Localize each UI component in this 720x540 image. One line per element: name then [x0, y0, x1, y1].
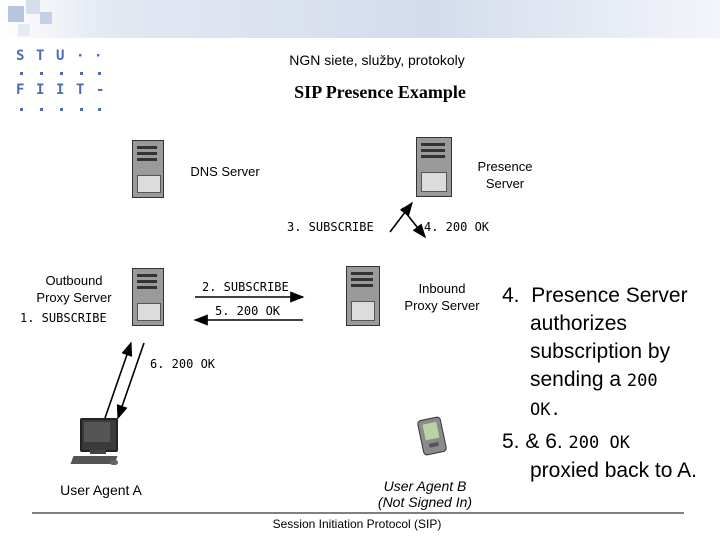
outbound-proxy-label-line1: Outbound	[45, 273, 103, 288]
note-step-4-number: 4.	[502, 284, 520, 307]
computer-icon	[70, 418, 124, 470]
message-1-subscribe: 1. SUBSCRIBE	[20, 311, 107, 325]
logo-dot	[60, 108, 63, 111]
inbound-proxy-label-line1: Inbound	[418, 281, 466, 296]
logo-letter-t: T	[36, 48, 45, 64]
outbound-proxy-icon	[132, 268, 164, 326]
user-agent-b-label-line2: (Not Signed In)	[377, 494, 473, 510]
presence-server-label: Presence Server	[462, 158, 548, 192]
logo-dash: -	[96, 82, 105, 98]
arrow-6-ok	[116, 342, 145, 420]
logo-dot	[20, 108, 23, 111]
note-step-5-6: 5. & 6. 200 OK proxied back to A.	[502, 428, 720, 485]
note-step-4-code: 200	[626, 371, 658, 391]
note-step-5-6-line1: 5. & 6. 200 OK	[502, 428, 720, 457]
logo-square-1	[8, 6, 24, 22]
presence-server-icon	[416, 137, 452, 197]
logo-letter-t: T	[76, 82, 85, 98]
logo-dot	[40, 108, 43, 111]
header-band	[0, 0, 720, 38]
logo-dot	[40, 72, 43, 75]
note-step-4: 4. Presence Server authorizes subscripti…	[502, 282, 720, 424]
logo-square-2	[26, 0, 40, 14]
slide-title: SIP Presence Example	[294, 82, 466, 102]
logo-letter-u: U	[56, 48, 65, 64]
logo-letter-s: S	[16, 48, 25, 64]
note-step-4-sending: sending a	[530, 368, 622, 391]
message-5-ok: 5. 200 OK	[215, 304, 281, 318]
note-step-4-line5: OK.	[502, 395, 720, 424]
footer-text: Session Initiation Protocol (SIP)	[272, 517, 442, 531]
logo-dot	[80, 72, 83, 75]
logo: S T U · · F I I T -	[12, 48, 112, 118]
dns-server-label: DNS Server	[190, 164, 260, 179]
logo-dot	[20, 72, 23, 75]
logo-square-3	[40, 12, 52, 24]
logo-dot-a: ·	[76, 48, 85, 64]
logo-letter-i: I	[56, 82, 65, 98]
dns-server-icon	[132, 140, 164, 198]
logo-letter-f: F	[16, 82, 25, 98]
note-step-4-ok: OK.	[530, 400, 561, 420]
note-step-4-line4: sending a 200	[502, 366, 720, 395]
note-step-4-line3: subscription by	[530, 340, 671, 363]
logo-letter-i: I	[36, 82, 45, 98]
logo-dot	[80, 108, 83, 111]
note-step-4-line1: 4. Presence Server	[502, 282, 720, 310]
logo-square-4	[18, 24, 30, 36]
inbound-proxy-icon	[346, 266, 380, 326]
user-agent-a-label: User Agent A	[60, 482, 142, 498]
note-step-4-line2: authorizes	[530, 312, 627, 335]
note-step-5-6-prefix: 5. & 6.	[502, 430, 563, 453]
inbound-proxy-label-line2: Proxy Server	[404, 298, 480, 313]
presence-server-label-line2: Server	[485, 176, 525, 191]
note-step-5-6-line2: proxied back to A.	[530, 459, 697, 482]
course-title: NGN siete, služby, protokoly	[289, 52, 465, 68]
note-step-5-6-code: 200 OK	[568, 433, 630, 453]
presence-server-label-line1: Presence	[477, 159, 533, 174]
arrow-3-subscribe	[389, 201, 413, 233]
inbound-proxy-label: Inbound Proxy Server	[390, 280, 494, 314]
message-3-subscribe: 3. SUBSCRIBE	[287, 220, 374, 234]
message-4-ok: 4. 200 OK	[424, 220, 490, 234]
logo-dot	[60, 72, 63, 75]
outbound-proxy-label-line2: Proxy Server	[36, 290, 112, 305]
user-agent-b-label-line1: User Agent B	[383, 478, 467, 494]
logo-dot	[98, 108, 101, 111]
outbound-proxy-label: Outbound Proxy Server	[22, 272, 126, 306]
logo-dot	[98, 72, 101, 75]
user-agent-b-label: User Agent B (Not Signed In)	[364, 478, 486, 510]
message-2-subscribe: 2. SUBSCRIBE	[202, 280, 289, 294]
logo-dot-b: ·	[94, 48, 103, 64]
arrow-1-subscribe	[104, 341, 133, 419]
note-step-4-text1: Presence Server	[531, 284, 688, 307]
arrow-4-ok	[401, 207, 426, 239]
message-6-ok: 6. 200 OK	[150, 357, 216, 371]
